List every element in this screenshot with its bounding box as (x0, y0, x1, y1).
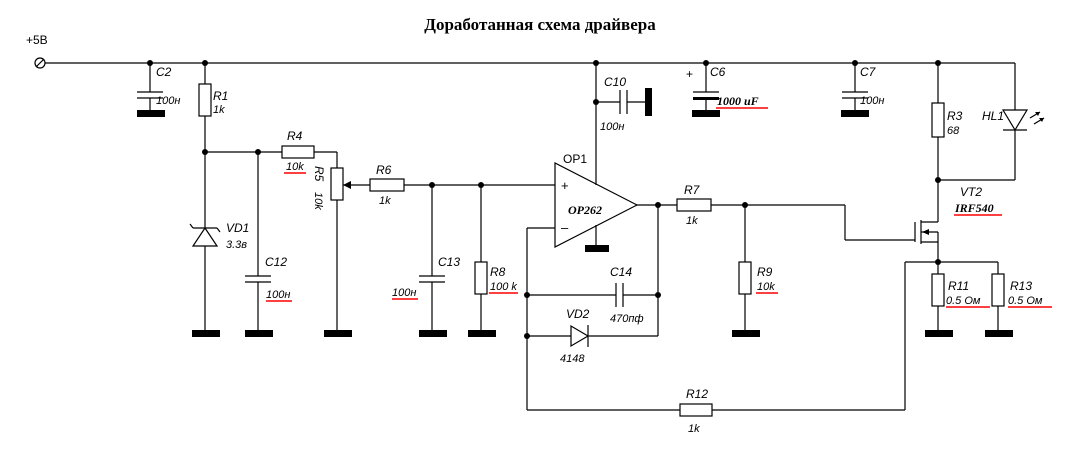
schematic-title: Доработанная схема драйвера (424, 15, 656, 34)
c14-value: 470пф (610, 313, 644, 325)
c6-value: 1000 uF (717, 94, 759, 108)
r12-value: 1k (688, 423, 700, 435)
resistor-r3 (931, 60, 945, 218)
resistor-r4 (281, 145, 338, 168)
r5-value: 10k (312, 192, 324, 210)
led-hl1 (938, 109, 1045, 181)
opamp-op1 (554, 60, 677, 252)
r1-ref: R1 (213, 89, 228, 103)
vd2-ref: VD2 (566, 307, 590, 321)
r3-ref: R3 (947, 109, 963, 123)
capacitor-c7 (841, 60, 869, 117)
r12-ref: R12 (686, 387, 708, 401)
r6-ref: R6 (376, 163, 392, 177)
potentiometer-r5 (324, 167, 370, 337)
op1-value: OP262 (568, 203, 602, 217)
capacitor-c6 (692, 60, 720, 117)
vd1-value: 3.3в (226, 239, 247, 251)
op1-ref: OP1 (563, 152, 587, 166)
c7-ref: C7 (860, 65, 877, 79)
c12-value: 100н (266, 289, 290, 301)
op1-plus-sign: + (561, 178, 569, 193)
r8-ref: R8 (490, 265, 506, 279)
hl1-ref: HL1 (982, 109, 1004, 123)
feedback-network (524, 205, 661, 410)
r7-value: 1k (686, 215, 698, 227)
c2-value: 100н (156, 95, 180, 107)
wire-r1-node (205, 149, 282, 155)
c10-value: 100н (600, 121, 624, 133)
capacitor-c10 (593, 88, 652, 116)
c7-value: 100н (860, 95, 884, 107)
c13-value: 100н (392, 287, 416, 299)
r13-ref: R13 (1010, 279, 1032, 293)
c2-ref: C2 (156, 65, 172, 79)
r13-value: 0.5 Ом (1008, 295, 1043, 307)
c13-ref: C13 (438, 255, 460, 269)
c6-ref: C6 (710, 65, 726, 79)
vt2-ref: VT2 (960, 185, 982, 199)
supply-label: +5В (26, 33, 48, 47)
resistor-r1 (198, 60, 212, 155)
resistor-r7 (676, 198, 915, 241)
r5-ref: R5 (312, 166, 326, 182)
r9-value: 10k (757, 281, 775, 293)
r8-value: 100 k (490, 281, 517, 293)
vt2-value: IRF540 (954, 201, 994, 215)
resistor-r6 (369, 178, 555, 192)
zener-vd1 (189, 152, 221, 337)
mosfet-vt2 (914, 218, 941, 265)
capacitor-c13 (419, 185, 447, 337)
capacitor-c14 (527, 283, 658, 307)
r4-value: 10k (286, 161, 304, 173)
r9-ref: R9 (757, 265, 773, 279)
c14-ref: C14 (610, 265, 632, 279)
vd1-ref: VD1 (226, 221, 249, 235)
resistor-r8 (468, 185, 496, 337)
r3-value: 68 (947, 125, 960, 137)
r7-ref: R7 (684, 183, 701, 197)
supply-terminal (34, 57, 46, 69)
r11-ref: R11 (948, 279, 969, 293)
resistor-r11 (925, 262, 953, 337)
r1-value: 1k (213, 104, 225, 116)
resistor-r13 (985, 262, 1013, 337)
r4-ref: R4 (287, 129, 303, 143)
resistor-r9 (732, 205, 760, 337)
diode-vd2 (527, 324, 658, 348)
capacitor-c12 (245, 152, 273, 337)
c6-plus-sign: + (686, 67, 693, 81)
vd2-value: 4148 (560, 353, 585, 365)
c10-ref: C10 (604, 75, 626, 89)
r6-value: 1k (379, 195, 391, 207)
op1-minus-sign: – (561, 220, 569, 235)
c12-ref: C12 (265, 255, 287, 269)
resistor-r12 (527, 261, 998, 417)
capacitor-c2 (137, 60, 165, 117)
r11-value: 0.5 Ом (946, 295, 981, 307)
